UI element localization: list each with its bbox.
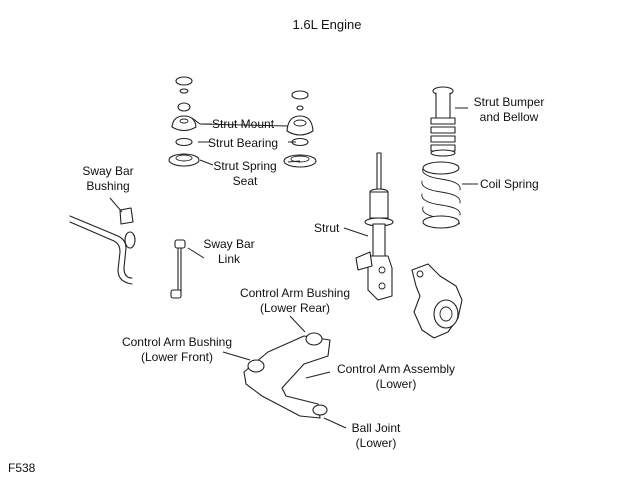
label-ball-joint-line1: Ball Joint: [352, 421, 401, 435]
left-strut-top-stack: [168, 76, 200, 167]
label-ca-assembly-line2: (Lower): [376, 377, 417, 391]
strut-bumper-bellow: [430, 86, 456, 157]
label-ca-bushing-rear-line2: (Lower Rear): [260, 301, 330, 315]
label-ca-bushing-rear-line1: Control Arm Bushing: [240, 286, 350, 300]
label-strut-bumper-line2: and Bellow: [480, 110, 539, 124]
steering-knuckle: [411, 263, 463, 339]
label-coil-spring: Coil Spring: [480, 177, 539, 191]
sway-bar: [69, 207, 136, 285]
right-strut-top-stack: [283, 90, 317, 168]
coil-spring: [421, 161, 461, 229]
label-strut-spring-seat-line1: Strut Spring: [213, 159, 276, 173]
strut-assembly: [355, 152, 394, 301]
label-strut-bearing: Strut Bearing: [208, 136, 278, 150]
label-ca-bushing-front-line1: Control Arm Bushing: [122, 335, 232, 349]
label-strut-bumper-line1: Strut Bumper: [474, 95, 545, 109]
leader-lines: [109, 107, 478, 429]
label-strut: Strut: [314, 221, 340, 235]
label-sway-bar-link-line2: Link: [218, 252, 241, 266]
label-ca-bushing-front-line2: (Lower Front): [141, 350, 213, 364]
label-sway-bar-bushing-line1: Sway Bar: [82, 164, 133, 178]
label-ball-joint-line2: (Lower): [356, 436, 397, 450]
figure-code: F538: [8, 461, 36, 475]
label-ca-assembly-line1: Control Arm Assembly: [337, 362, 455, 376]
lower-control-arm: [243, 332, 331, 419]
label-sway-bar-link-line1: Sway Bar: [203, 237, 254, 251]
sway-bar-link: [170, 239, 186, 299]
label-strut-spring-seat-line2: Seat: [233, 174, 258, 188]
diagram-title: 1.6L Engine: [293, 17, 362, 32]
label-strut-mount: Strut Mount: [212, 117, 275, 131]
label-sway-bar-bushing-line2: Bushing: [86, 179, 129, 193]
